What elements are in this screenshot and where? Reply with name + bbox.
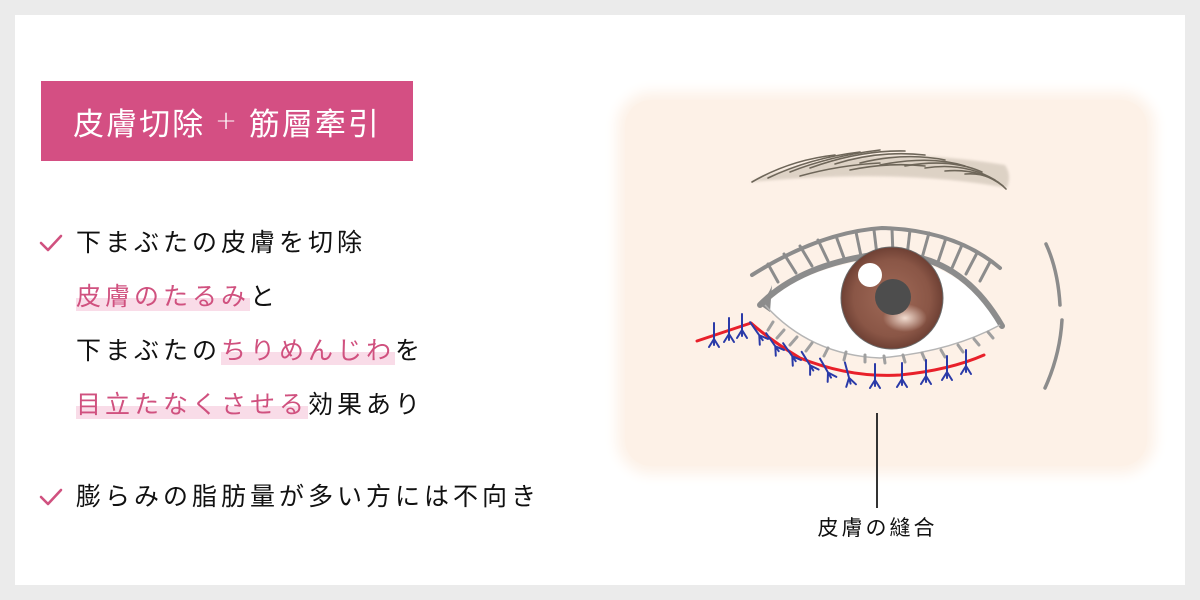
benefit-list: 下まぶたの皮膚を切除 皮膚のたるみと 下まぶたのちりめんじわを 目立たなくさせる… [38, 222, 536, 511]
text-segment: を [395, 336, 425, 365]
inner-corner [760, 285, 772, 312]
highlight-text: 目立たなくさせる [76, 390, 309, 419]
list-item-caveat: 膨らみの脂肪量が多い方には不向き [38, 476, 540, 530]
text-segment: 下まぶたの皮膚を切除 [76, 228, 367, 257]
title-plus: + [215, 106, 239, 136]
title-left: 皮膚切除 [73, 106, 206, 143]
point1-line3: 下まぶたのちりめんじわを [38, 330, 424, 384]
sutures [708, 313, 972, 389]
iris [840, 246, 944, 350]
highlight-text: 皮膚のたるみ [76, 282, 251, 311]
text-segment: 効果あり [308, 390, 425, 419]
face-contour [1043, 242, 1064, 390]
lower-eyelid [764, 304, 1001, 359]
title-banner: 皮膚切除 + 筋層牽引 [41, 81, 413, 161]
text-segment: 膨らみの脂肪量が多い方には不向き [76, 482, 541, 511]
lower-lashes [766, 320, 995, 365]
title-right: 筋層牽引 [248, 106, 381, 143]
highlight-text: ちりめんじわ [221, 336, 396, 365]
eyebrow [750, 149, 1010, 190]
point2-line1: 膨らみの脂肪量が多い方には不向き [38, 476, 540, 530]
suture-caption: 皮膚の縫合 [817, 516, 938, 540]
point1-line4: 目立たなくさせる効果あり [38, 384, 424, 438]
check-icon [39, 234, 63, 252]
text-segment: 下まぶたの [76, 336, 222, 365]
text-segment: と [250, 282, 280, 311]
point1-line1: 下まぶたの皮膚を切除 [38, 222, 424, 276]
upper-lashes [750, 225, 1002, 284]
list-item-effect: 下まぶたの皮膚を切除 皮膚のたるみと 下まぶたのちりめんじわを 目立たなくさせる… [38, 222, 424, 438]
point1-line2: 皮膚のたるみと [38, 276, 424, 330]
check-icon [39, 488, 63, 506]
